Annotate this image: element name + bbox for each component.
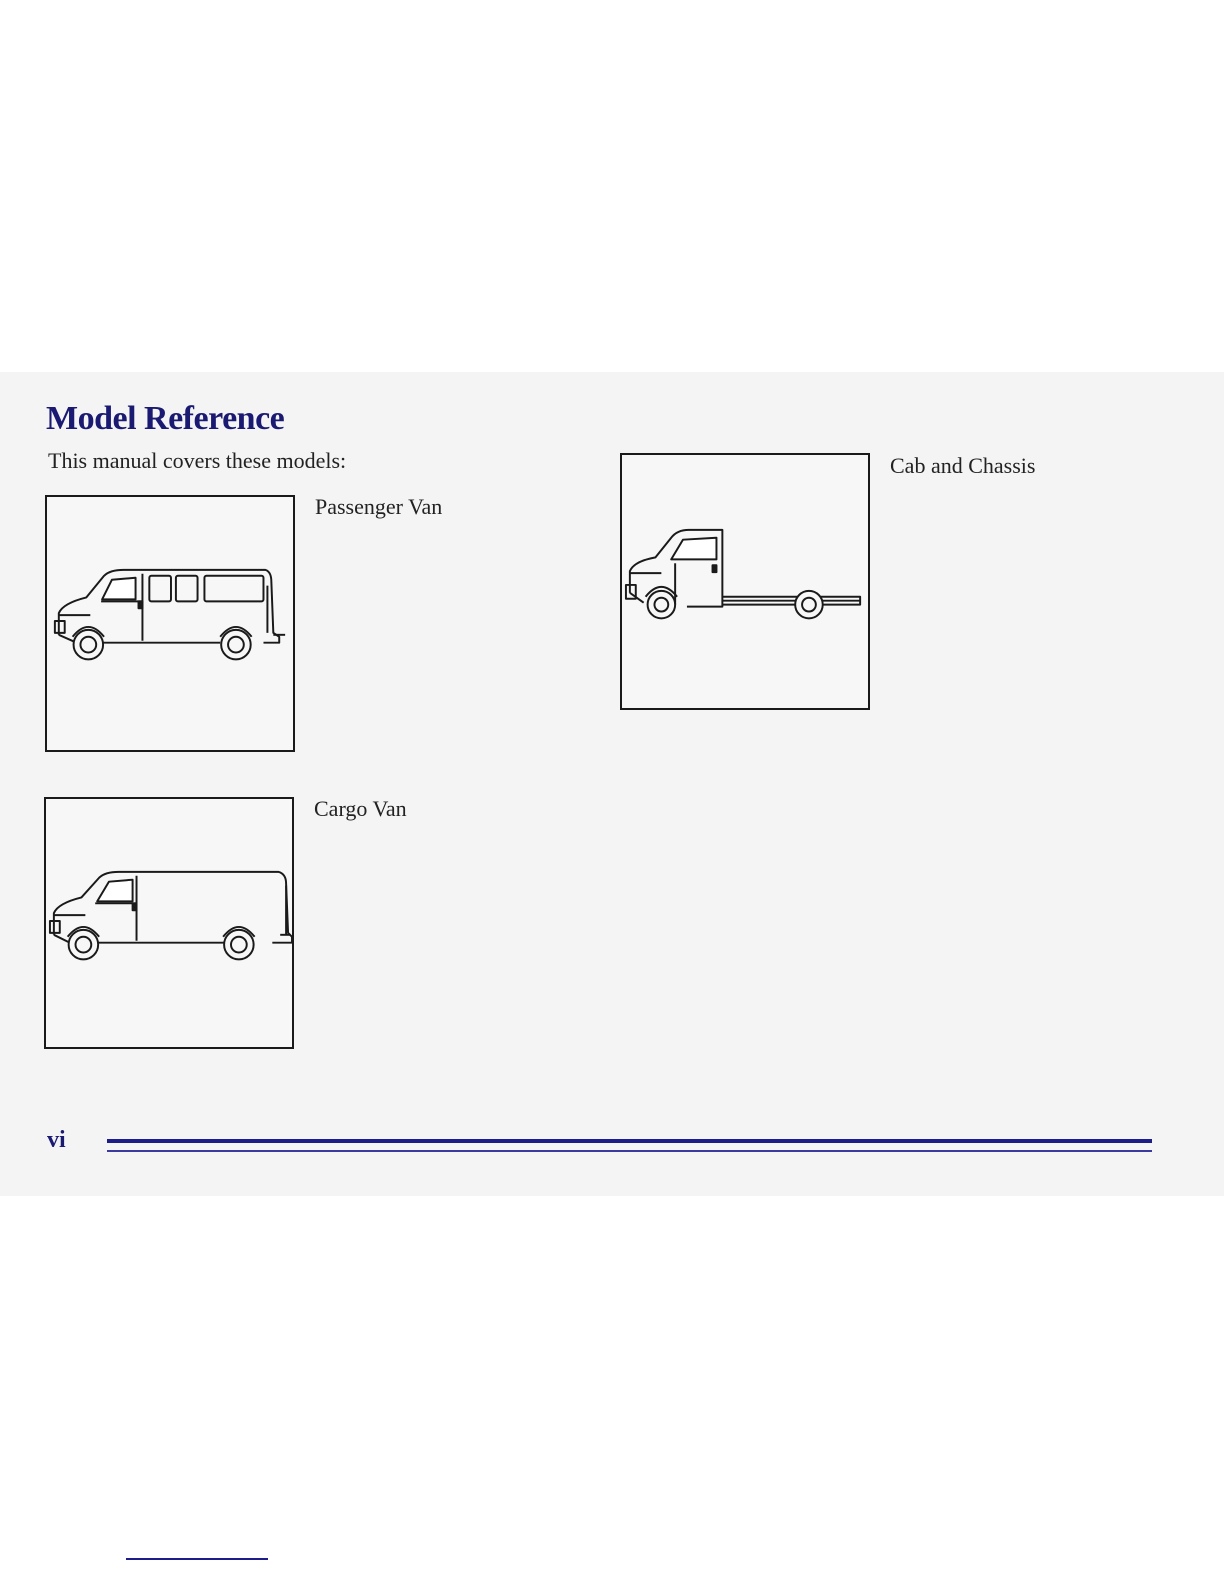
page-title: Model Reference — [46, 400, 284, 438]
cab-chassis-frame — [620, 453, 870, 710]
model-label-cab-chassis: Cab and Chassis — [890, 453, 1035, 479]
page-number: vi — [47, 1127, 66, 1154]
bottom-rule — [126, 1558, 268, 1560]
passenger-van-frame — [45, 495, 295, 752]
footer-rule-thick — [107, 1139, 1152, 1143]
model-label-cargo-van: Cargo Van — [314, 796, 407, 822]
cab-chassis-icon — [622, 455, 868, 708]
passenger-van-icon — [47, 497, 293, 750]
cargo-van-icon — [46, 799, 292, 1047]
model-label-passenger-van: Passenger Van — [315, 494, 442, 520]
footer-rule-thin — [107, 1150, 1152, 1152]
intro-text: This manual covers these models: — [48, 448, 346, 474]
cargo-van-frame — [44, 797, 294, 1049]
